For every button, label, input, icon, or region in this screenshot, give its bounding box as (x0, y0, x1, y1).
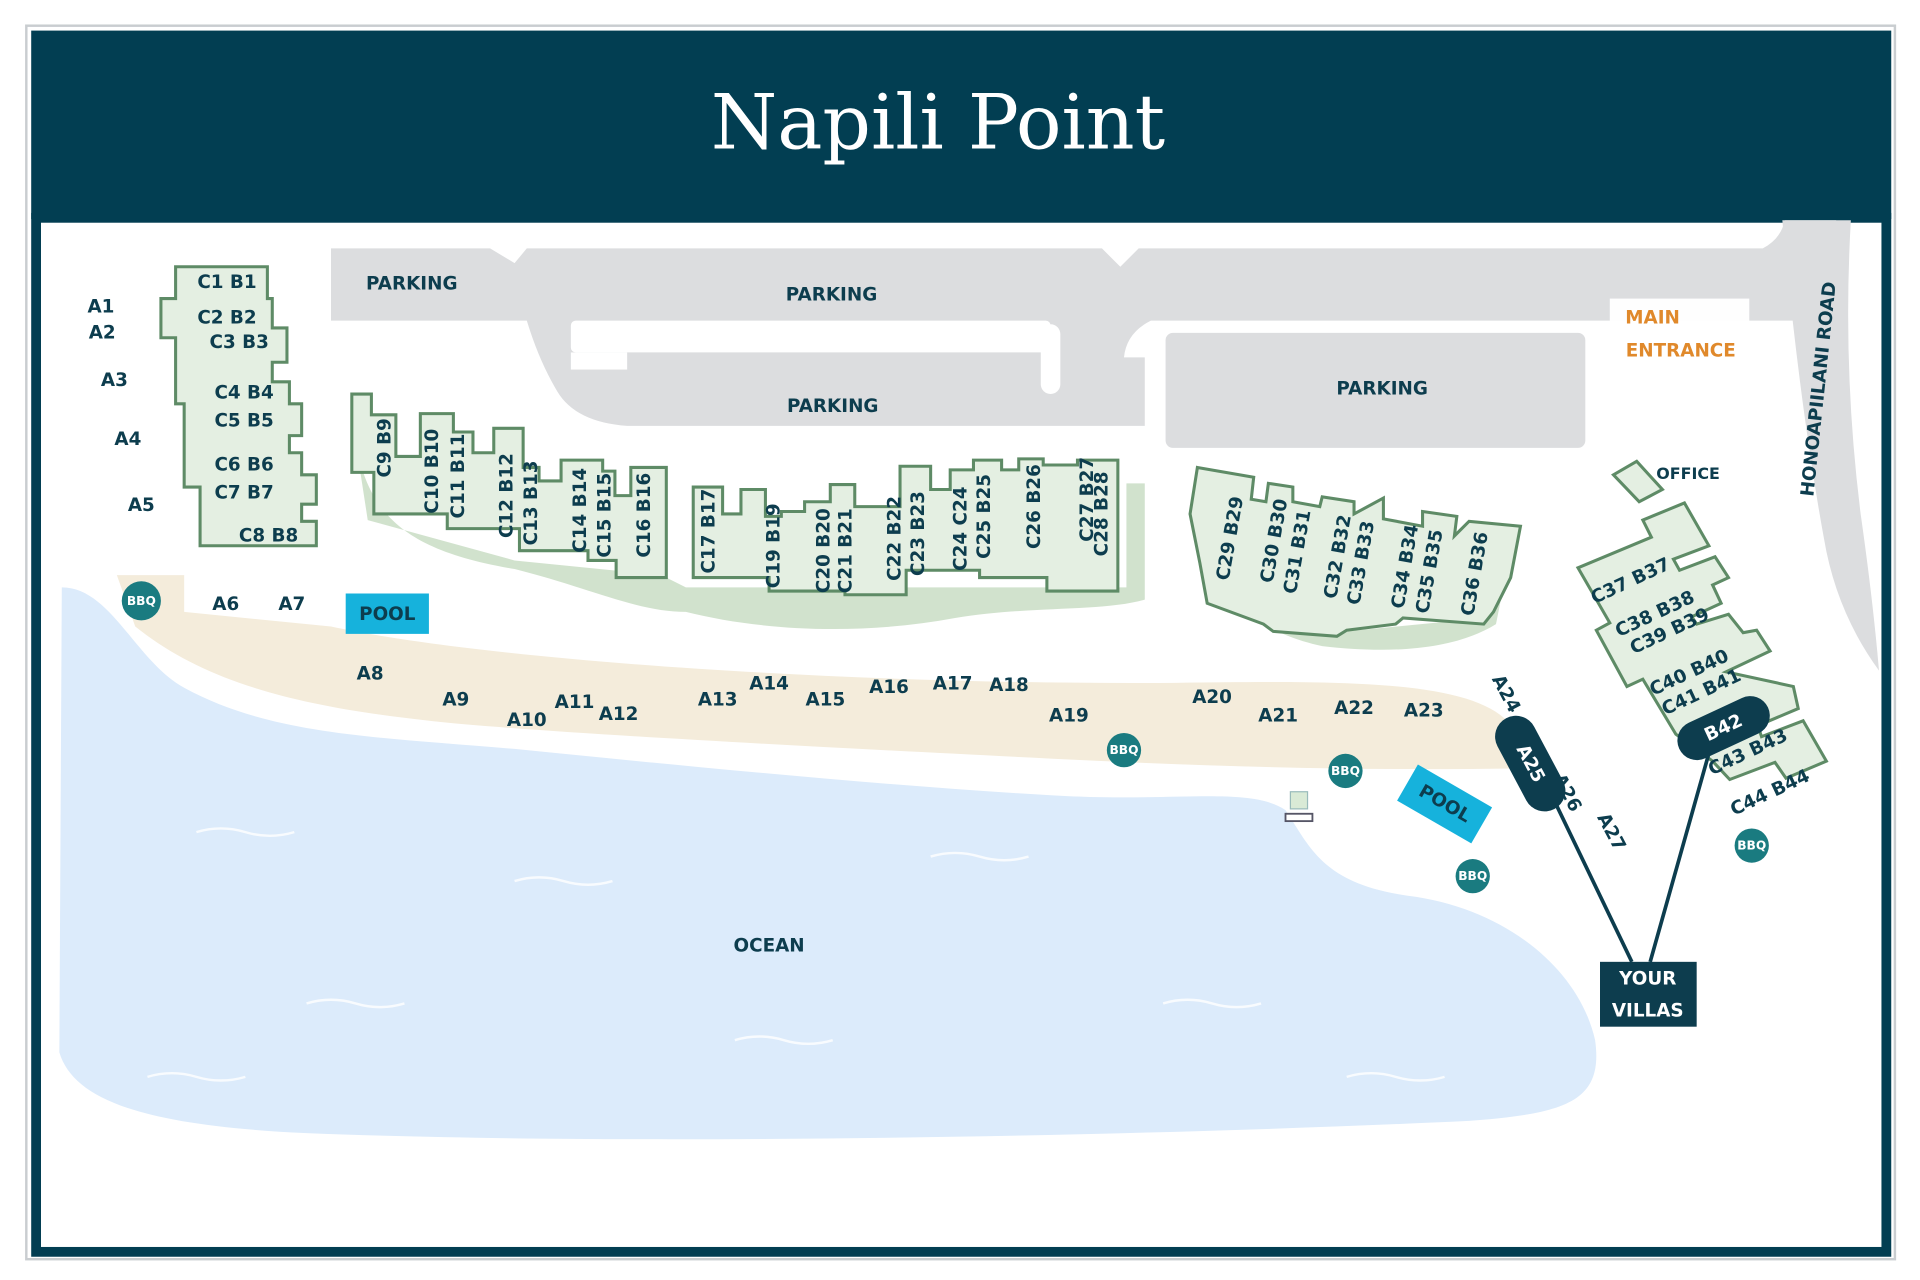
building-label: C4 B4 (214, 382, 273, 403)
bbq-marker: BBQ (1106, 733, 1142, 768)
unit-label: A22 (1334, 698, 1374, 719)
parking-label-1: PARKING (366, 273, 458, 294)
building-label: C7 B7 (214, 483, 273, 504)
unit-label: A17 (933, 674, 973, 695)
unit-label: A20 (1192, 687, 1232, 708)
svg-text:BBQ: BBQ (1458, 869, 1487, 883)
building-c1-c8 (159, 265, 318, 548)
building-label: C6 B6 (214, 455, 273, 476)
unit-label: A23 (1404, 700, 1444, 721)
bbq-marker: BBQ (1455, 859, 1490, 894)
svg-text:BBQ: BBQ (127, 594, 156, 608)
map-title: Napili Point (711, 78, 1165, 166)
unit-label: A14 (749, 674, 789, 695)
unit-label: A13 (698, 689, 738, 710)
ocean-waves (147, 827, 1445, 1082)
svg-text:BBQ: BBQ (1109, 743, 1138, 757)
unit-label: A19 (1049, 705, 1089, 726)
building-label: C26 B26 (1024, 464, 1045, 549)
header-band (31, 30, 1892, 220)
unit-label: A18 (989, 675, 1029, 696)
building-label: C5 B5 (214, 410, 273, 431)
bbq-marker: BBQ (1734, 828, 1769, 863)
unit-label: A4 (114, 429, 141, 450)
building-label: C28 B28 (1091, 472, 1112, 557)
vegetation (355, 440, 1145, 630)
building-label: C2 B2 (197, 308, 256, 329)
building-label: C9 B9 (374, 418, 395, 477)
pool-1 (345, 593, 429, 634)
bbq-marker: BBQ (121, 581, 161, 621)
building-c9-c16 (350, 392, 668, 580)
building-label: C17 B17 (699, 489, 720, 574)
building-label: C27 B27 (1077, 457, 1098, 542)
office-label: OFFICE (1656, 464, 1720, 483)
unit-label: A8 (357, 664, 384, 685)
building-label: C19 B19 (763, 503, 784, 588)
unit-label: A21 (1258, 705, 1298, 726)
unit-label: A16 (869, 677, 909, 698)
pool-label-1: POOL (359, 604, 416, 625)
parking-islands (570, 320, 1061, 395)
building-label: C15 B15 (595, 473, 616, 558)
building-c29-c36 (1188, 465, 1523, 638)
building-c17-c28 (691, 457, 1120, 597)
unit-label: A12 (599, 704, 639, 725)
parking-areas (331, 220, 1880, 671)
building-label: C13 B13 (521, 460, 542, 545)
beach (116, 575, 1514, 770)
building-label: C25 B25 (974, 474, 995, 559)
building-label: C8 B8 (239, 525, 298, 546)
building-label: C20 B20 (814, 508, 835, 593)
building-label: C12 B12 (497, 453, 518, 538)
building-label: C22 B22 (885, 496, 906, 581)
unit-label: A15 (806, 689, 846, 710)
your-villas-label-2: VILLAS (1612, 1000, 1684, 1021)
villa-pointer-lines (1553, 748, 1712, 963)
building-label: C1 B1 (197, 272, 256, 293)
building-label: C21 B21 (836, 508, 857, 593)
unit-label: A9 (442, 689, 469, 710)
main-entrance-label: MAIN (1625, 308, 1680, 329)
building-label: C16 B16 (634, 473, 655, 558)
lounge-chair-icon (1284, 791, 1314, 823)
unit-label: A7 (278, 594, 305, 615)
ocean (59, 587, 1597, 1140)
ocean-label: OCEAN (734, 935, 805, 956)
unit-label: A3 (101, 370, 128, 391)
unit-label: A2 (89, 322, 116, 343)
svg-text:BBQ: BBQ (1331, 764, 1360, 778)
bbq-marker: BBQ (1328, 753, 1363, 789)
parking-label-3: PARKING (787, 396, 879, 417)
highlight-a25: A25 (1495, 715, 1566, 812)
building-label: C10 B10 (422, 429, 443, 514)
parking-label-2: PARKING (786, 284, 878, 305)
office-building (1611, 459, 1665, 504)
building-label: C23 B23 (908, 491, 929, 576)
unit-label: A11 (555, 692, 595, 713)
unit-label: A1 (87, 297, 114, 318)
unit-label: A10 (507, 710, 547, 731)
building-label: C3 B3 (210, 332, 269, 353)
svg-text:BBQ: BBQ (1737, 839, 1766, 853)
your-villas-box (1600, 961, 1697, 1027)
highlight-b42: B42 (1677, 696, 1770, 761)
main-entrance-label-2: ENTRANCE (1626, 341, 1736, 362)
building-label: C11 B11 (448, 434, 469, 519)
parking-label-4: PARKING (1336, 379, 1428, 400)
building-label: C14 B14 (570, 468, 591, 553)
main-entrance-box (1609, 298, 1750, 370)
unit-label: A5 (128, 495, 155, 516)
building-label: C24 C24 (951, 486, 972, 570)
your-villas-label: YOUR (1618, 968, 1676, 989)
unit-label: A6 (212, 594, 239, 615)
